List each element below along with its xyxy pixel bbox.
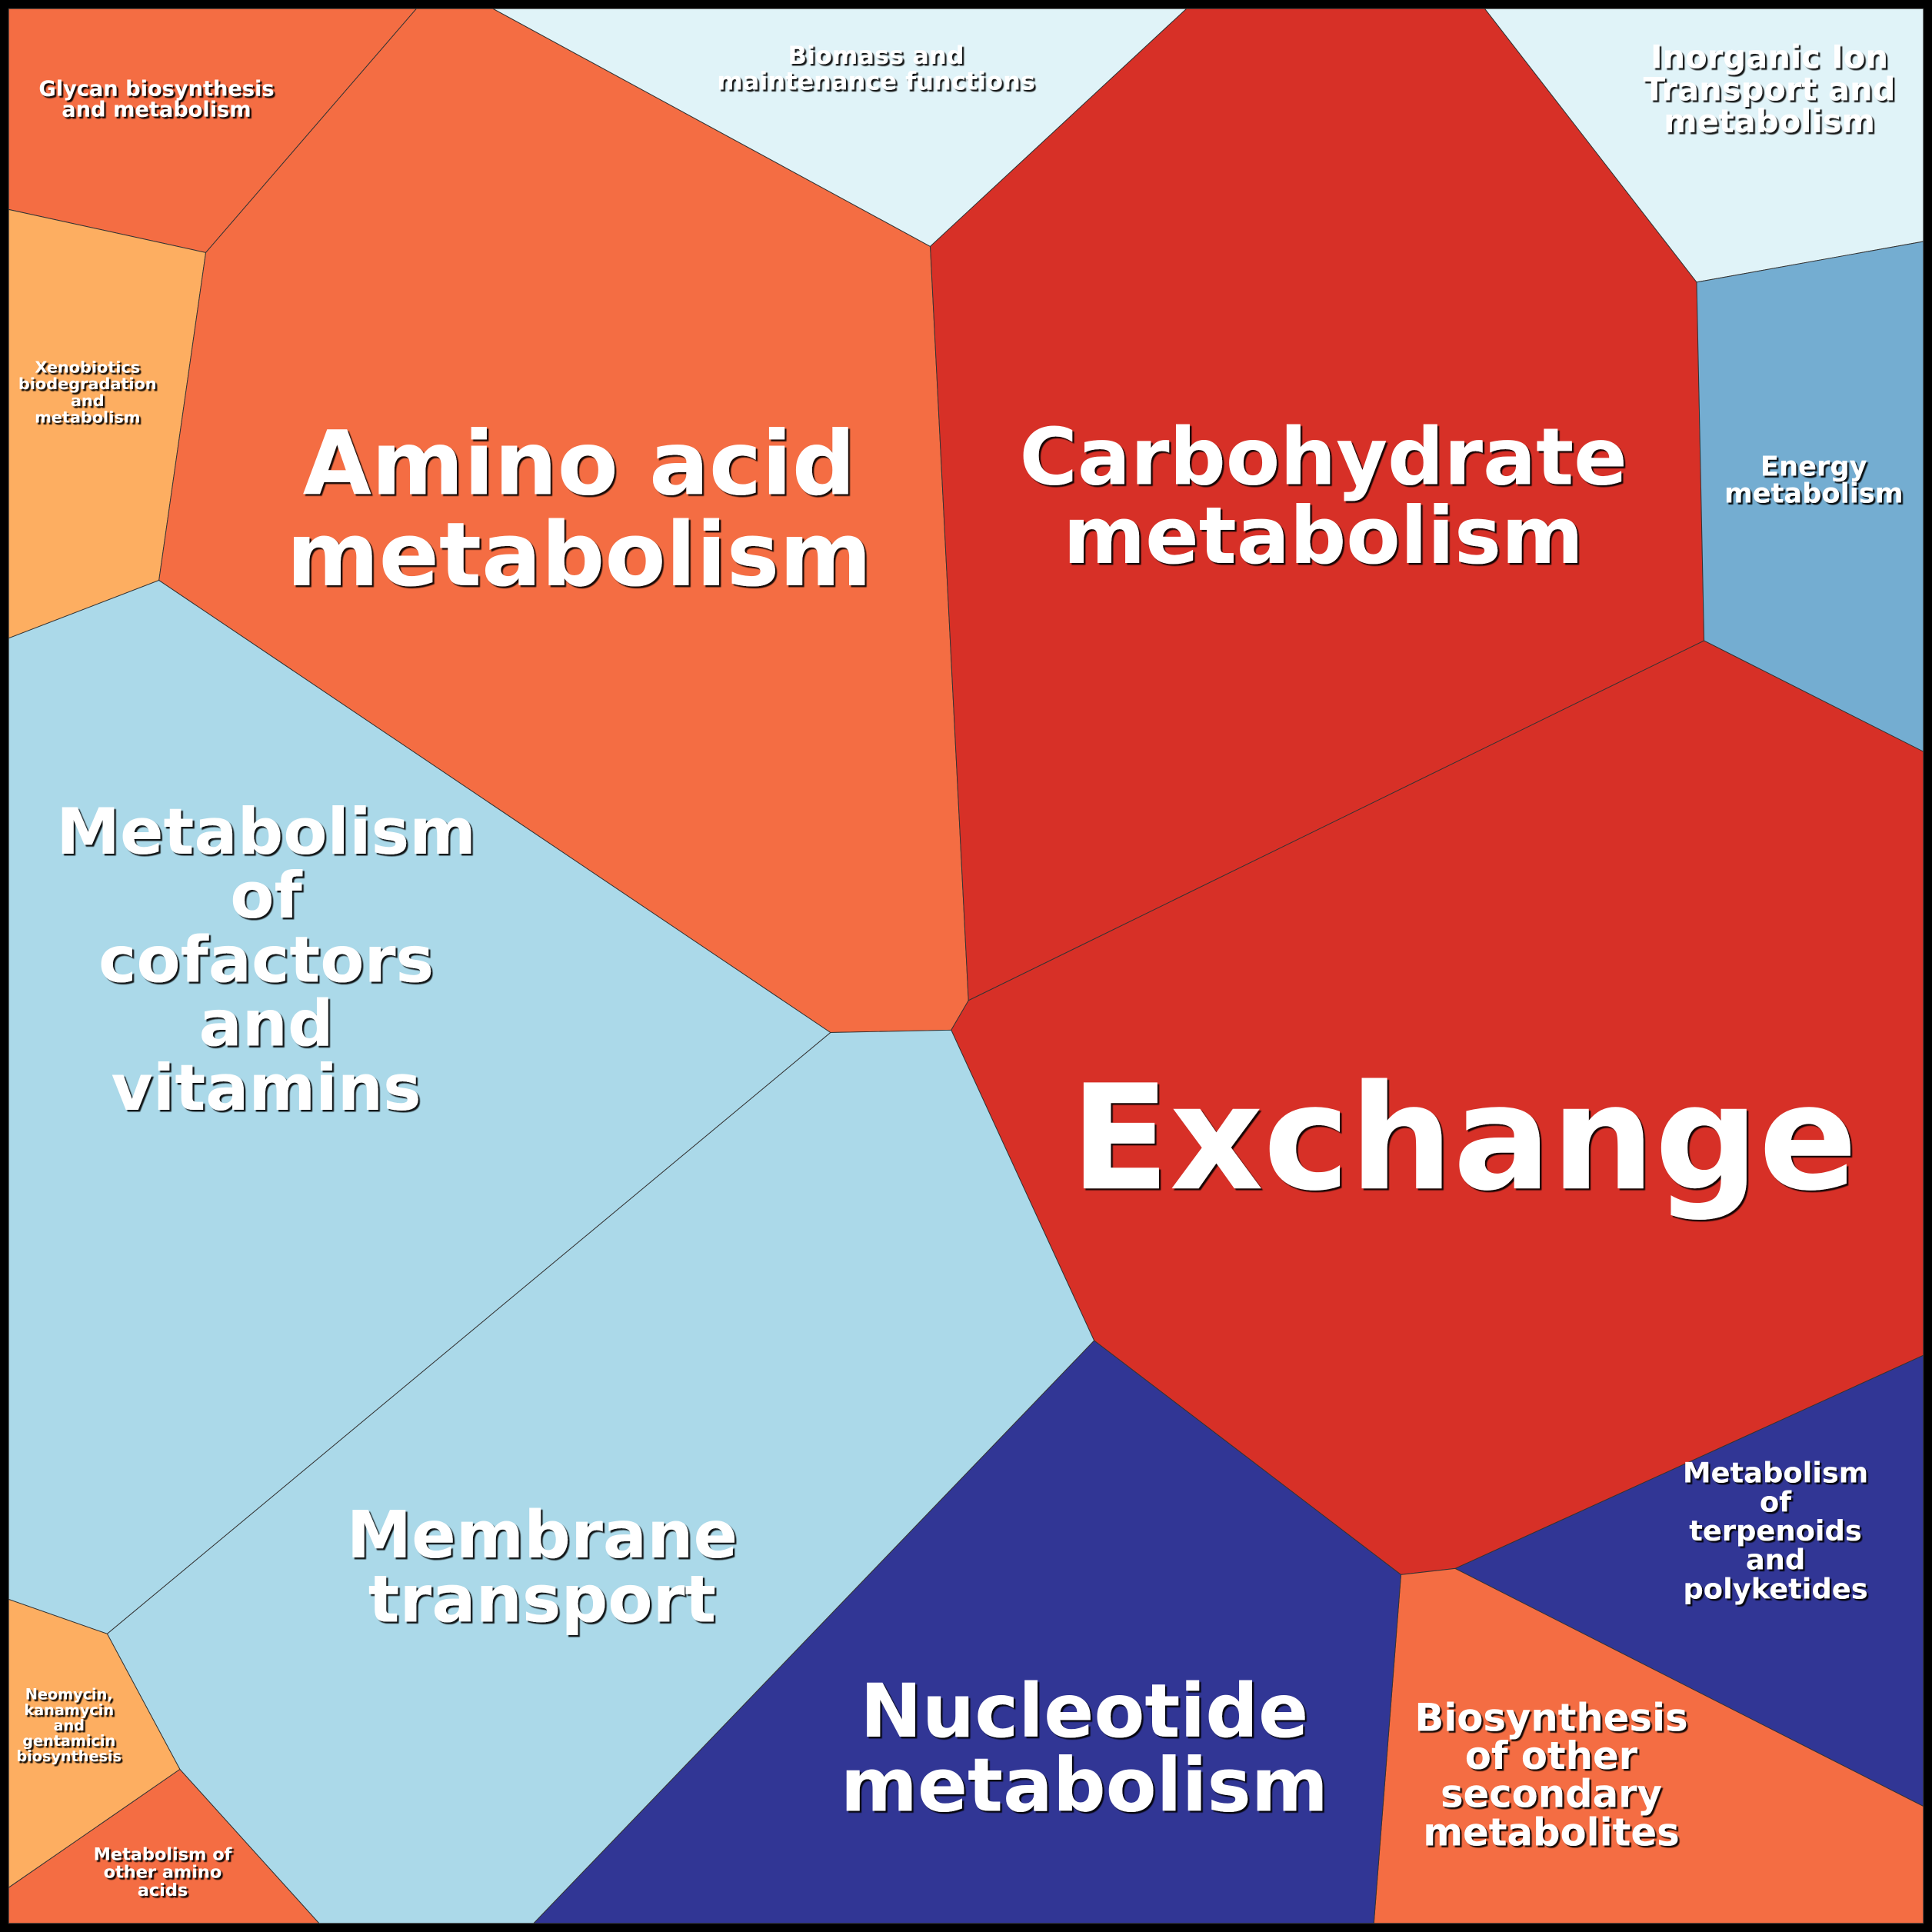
cell-cofactors-vitamins[interactable] [8, 580, 831, 1634]
label-line: Carbohydrate [1019, 412, 1627, 504]
label-neomycin: Neomycin,kanamycinandgentamicinbiosynthe… [16, 1686, 122, 1765]
label-line: Energy [1760, 451, 1867, 482]
label-line: metabolites [1423, 1810, 1679, 1854]
label-line: and [1746, 1544, 1805, 1577]
cell-other-amino-acids[interactable] [8, 1768, 321, 1924]
label-line: Nucleotide [860, 1668, 1308, 1754]
label-line: metabolism [1063, 491, 1583, 582]
label-line: Inorganic Ion [1651, 38, 1888, 76]
label-line: terpenoids [1689, 1514, 1862, 1547]
label-line: Membrane [347, 1497, 738, 1574]
label-line: biodegradation [18, 375, 157, 393]
label-line: metabolism [35, 408, 140, 426]
label-line: gentamicin [22, 1732, 115, 1750]
cells-layer [8, 8, 1924, 1924]
label-line: Biomass and [788, 41, 964, 70]
label-line: metabolism [1664, 102, 1875, 140]
label-line: transport [368, 1561, 716, 1637]
label-line: polyketides [1683, 1572, 1867, 1605]
label-line: metabolism [286, 504, 871, 607]
label-line: and [54, 1717, 85, 1734]
label-line: Metabolism of [94, 1844, 232, 1864]
label-line: kanamycin [24, 1701, 114, 1719]
label-line: vitamins [111, 1051, 421, 1125]
label-line: biosynthesis [16, 1747, 122, 1765]
label-line: of other [1465, 1734, 1638, 1778]
label-line: Biosynthesis [1414, 1695, 1687, 1740]
label-line: maintenance functions [717, 66, 1035, 95]
label-line: acids [138, 1880, 188, 1900]
label-line: Metabolism [56, 794, 476, 869]
label-line: and [71, 391, 105, 410]
label-line: Neomycin, [25, 1686, 113, 1704]
label-line: metabolism [1724, 478, 1904, 510]
label-line: and metabolism [62, 98, 251, 122]
label-exchange: Exchange [1071, 1054, 1857, 1223]
label-line: other amino [104, 1863, 222, 1883]
label-line: metabolism [841, 1742, 1328, 1828]
label-line: Transport and [1644, 70, 1896, 108]
label-line: of [1760, 1485, 1792, 1518]
label-line: Exchange [1071, 1054, 1857, 1223]
label-line: and [198, 987, 333, 1061]
label-line: secondary [1441, 1772, 1662, 1817]
label-line: of [230, 858, 302, 933]
label-line: Metabolism [1683, 1457, 1868, 1490]
label-line: Amino acid [303, 412, 856, 515]
label-line: Glycan biosynthesis [38, 77, 274, 101]
label-line: Xenobiotics [35, 358, 140, 377]
label-line: cofactors [98, 922, 434, 997]
